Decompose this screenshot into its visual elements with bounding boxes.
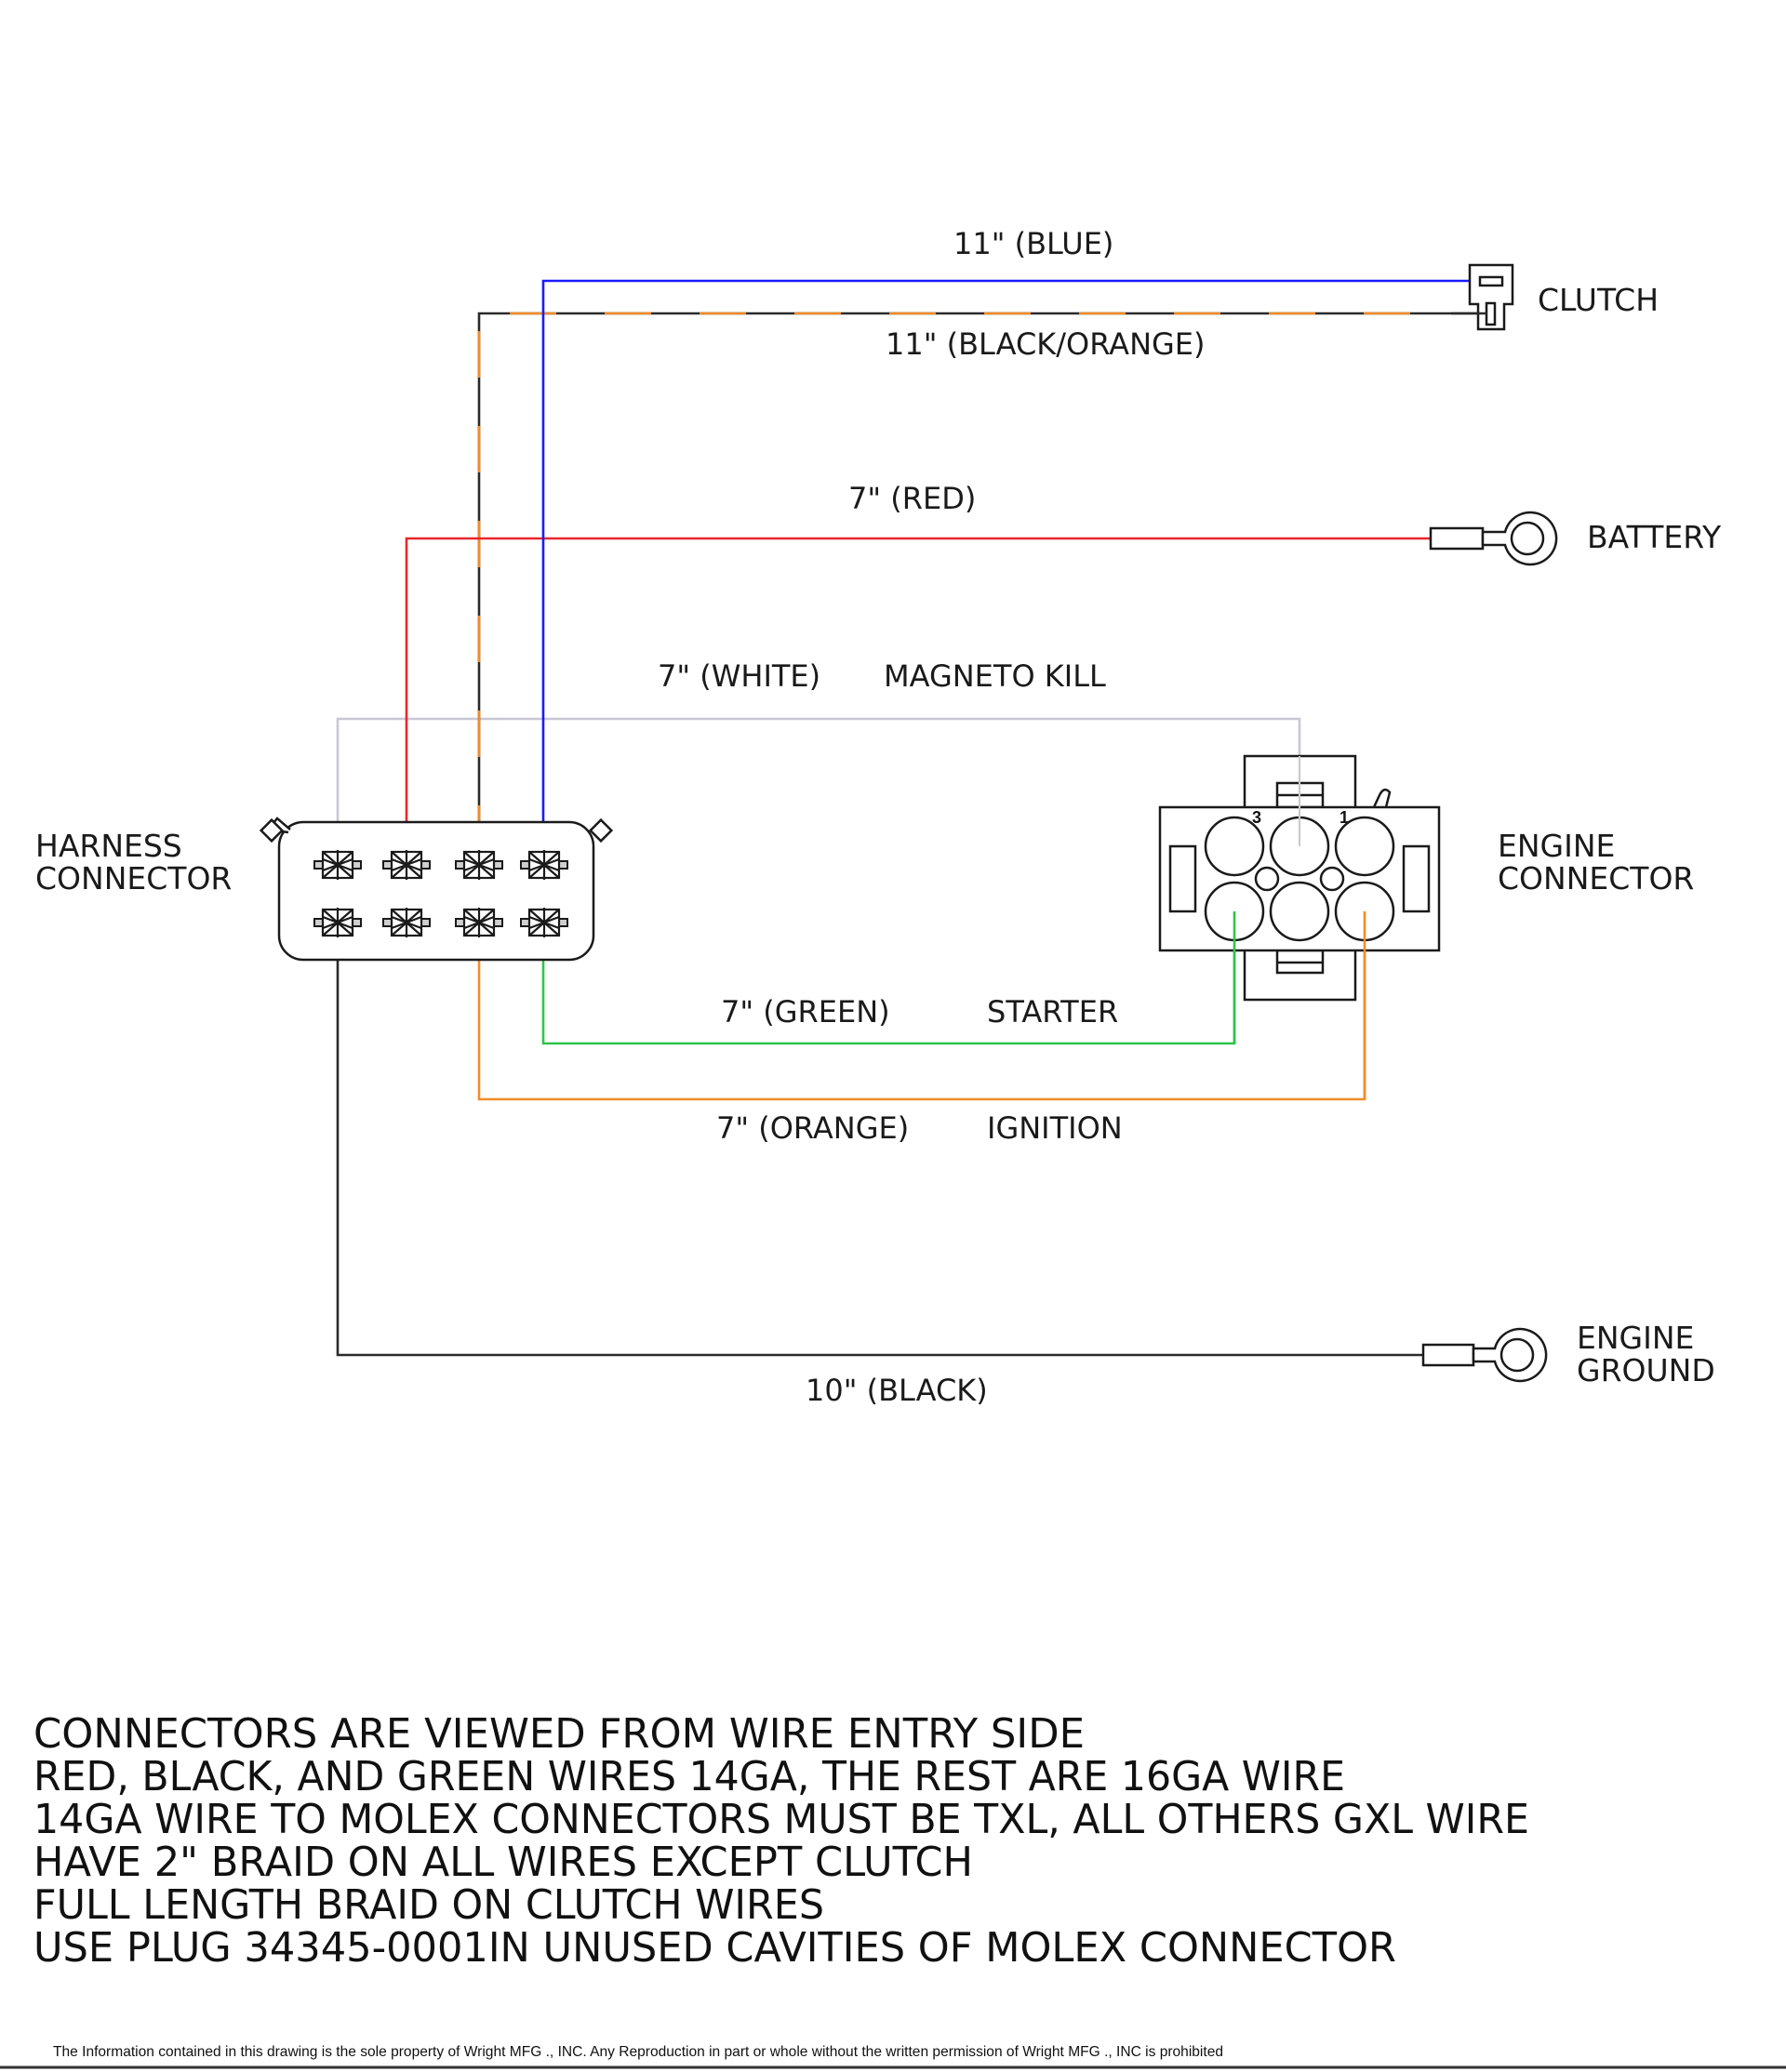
footer-disclaimer: The Information contained in this drawin… [53, 2044, 1223, 2060]
harness-connector-label-line2: CONNECTOR [35, 860, 232, 897]
engine-alignment-hole [1319, 866, 1345, 892]
engine-cavity [1269, 881, 1330, 942]
wire-label-red: 7" (RED) [848, 481, 976, 516]
wire-black-orange [477, 312, 1483, 852]
wire-function-green: STARTER [987, 994, 1118, 1029]
wires [336, 279, 1483, 1357]
wire-labels: 11" (BLUE) 11" (BLACK/ORANGE) 7" (RED) 7… [658, 226, 1206, 1408]
engine-ground-label-line2: GROUND [1577, 1352, 1715, 1388]
engine-cavity [1204, 816, 1265, 877]
wire-label-blue: 11" (BLUE) [953, 226, 1113, 261]
clutch-label: CLUTCH [1538, 282, 1659, 318]
harness-pin [382, 850, 431, 880]
note-line: FULL LENGTH BRAID ON CLUTCH WIRES [33, 1881, 824, 1929]
engine-pin-number-1: 1 [1340, 808, 1349, 827]
wire-terminations [1233, 756, 1366, 1099]
wire-black [336, 923, 1423, 1357]
harness-connector-label-line1: HARNESS [35, 828, 182, 864]
wire-label-white: 7" (WHITE) [658, 658, 820, 694]
engine-pin-number-3: 3 [1252, 808, 1261, 827]
engine-cavities [1204, 816, 1395, 942]
engine-alignment-hole [1254, 866, 1280, 892]
wire-label-orange: 7" (ORANGE) [716, 1110, 909, 1146]
harness-pin [455, 850, 503, 880]
engine-cavity [1334, 816, 1395, 877]
clutch-connector [1451, 263, 1514, 331]
note-line: CONNECTORS ARE VIEWED FROM WIRE ENTRY SI… [33, 1710, 1085, 1758]
harness-pin [520, 850, 568, 880]
harness-pin [455, 908, 503, 937]
engine-connector: 3 1 [1158, 754, 1441, 1002]
wire-label-green: 7" (GREEN) [721, 994, 890, 1029]
engine-connector-label-line2: CONNECTOR [1498, 860, 1694, 897]
battery-ring-terminal [1429, 511, 1558, 566]
note-line: RED, BLACK, AND GREEN WIRES 14GA, THE RE… [33, 1753, 1345, 1800]
note-line: USE PLUG 34345-0001IN UNUSED CAVITIES OF… [33, 1924, 1396, 1972]
harness-pin [313, 850, 362, 880]
wire-function-orange: IGNITION [987, 1110, 1123, 1146]
wire-blue [541, 279, 1482, 852]
note-line: 14GA WIRE TO MOLEX CONNECTORS MUST BE TX… [33, 1796, 1529, 1843]
harness-pins [313, 850, 568, 937]
harness-pin [313, 908, 362, 937]
harness-pin [520, 908, 568, 937]
battery-label: BATTERY [1587, 519, 1722, 555]
engine-ground-ring-terminal [1421, 1327, 1548, 1383]
note-line: HAVE 2" BRAID ON ALL WIRES EXCEPT CLUTCH [33, 1839, 973, 1886]
notes-block: CONNECTORS ARE VIEWED FROM WIRE ENTRY SI… [33, 1710, 1529, 1972]
wire-red [405, 537, 1431, 852]
engine-connector-label-line1: ENGINE [1498, 828, 1615, 864]
engine-ground-label-line1: ENGINE [1577, 1320, 1694, 1356]
wire-function-white: MAGNETO KILL [884, 658, 1106, 694]
wire-label-black-orange: 11" (BLACK/ORANGE) [886, 326, 1206, 362]
harness-connector [259, 817, 614, 962]
harness-pin [382, 908, 431, 937]
wire-label-black: 10" (BLACK) [806, 1373, 988, 1408]
